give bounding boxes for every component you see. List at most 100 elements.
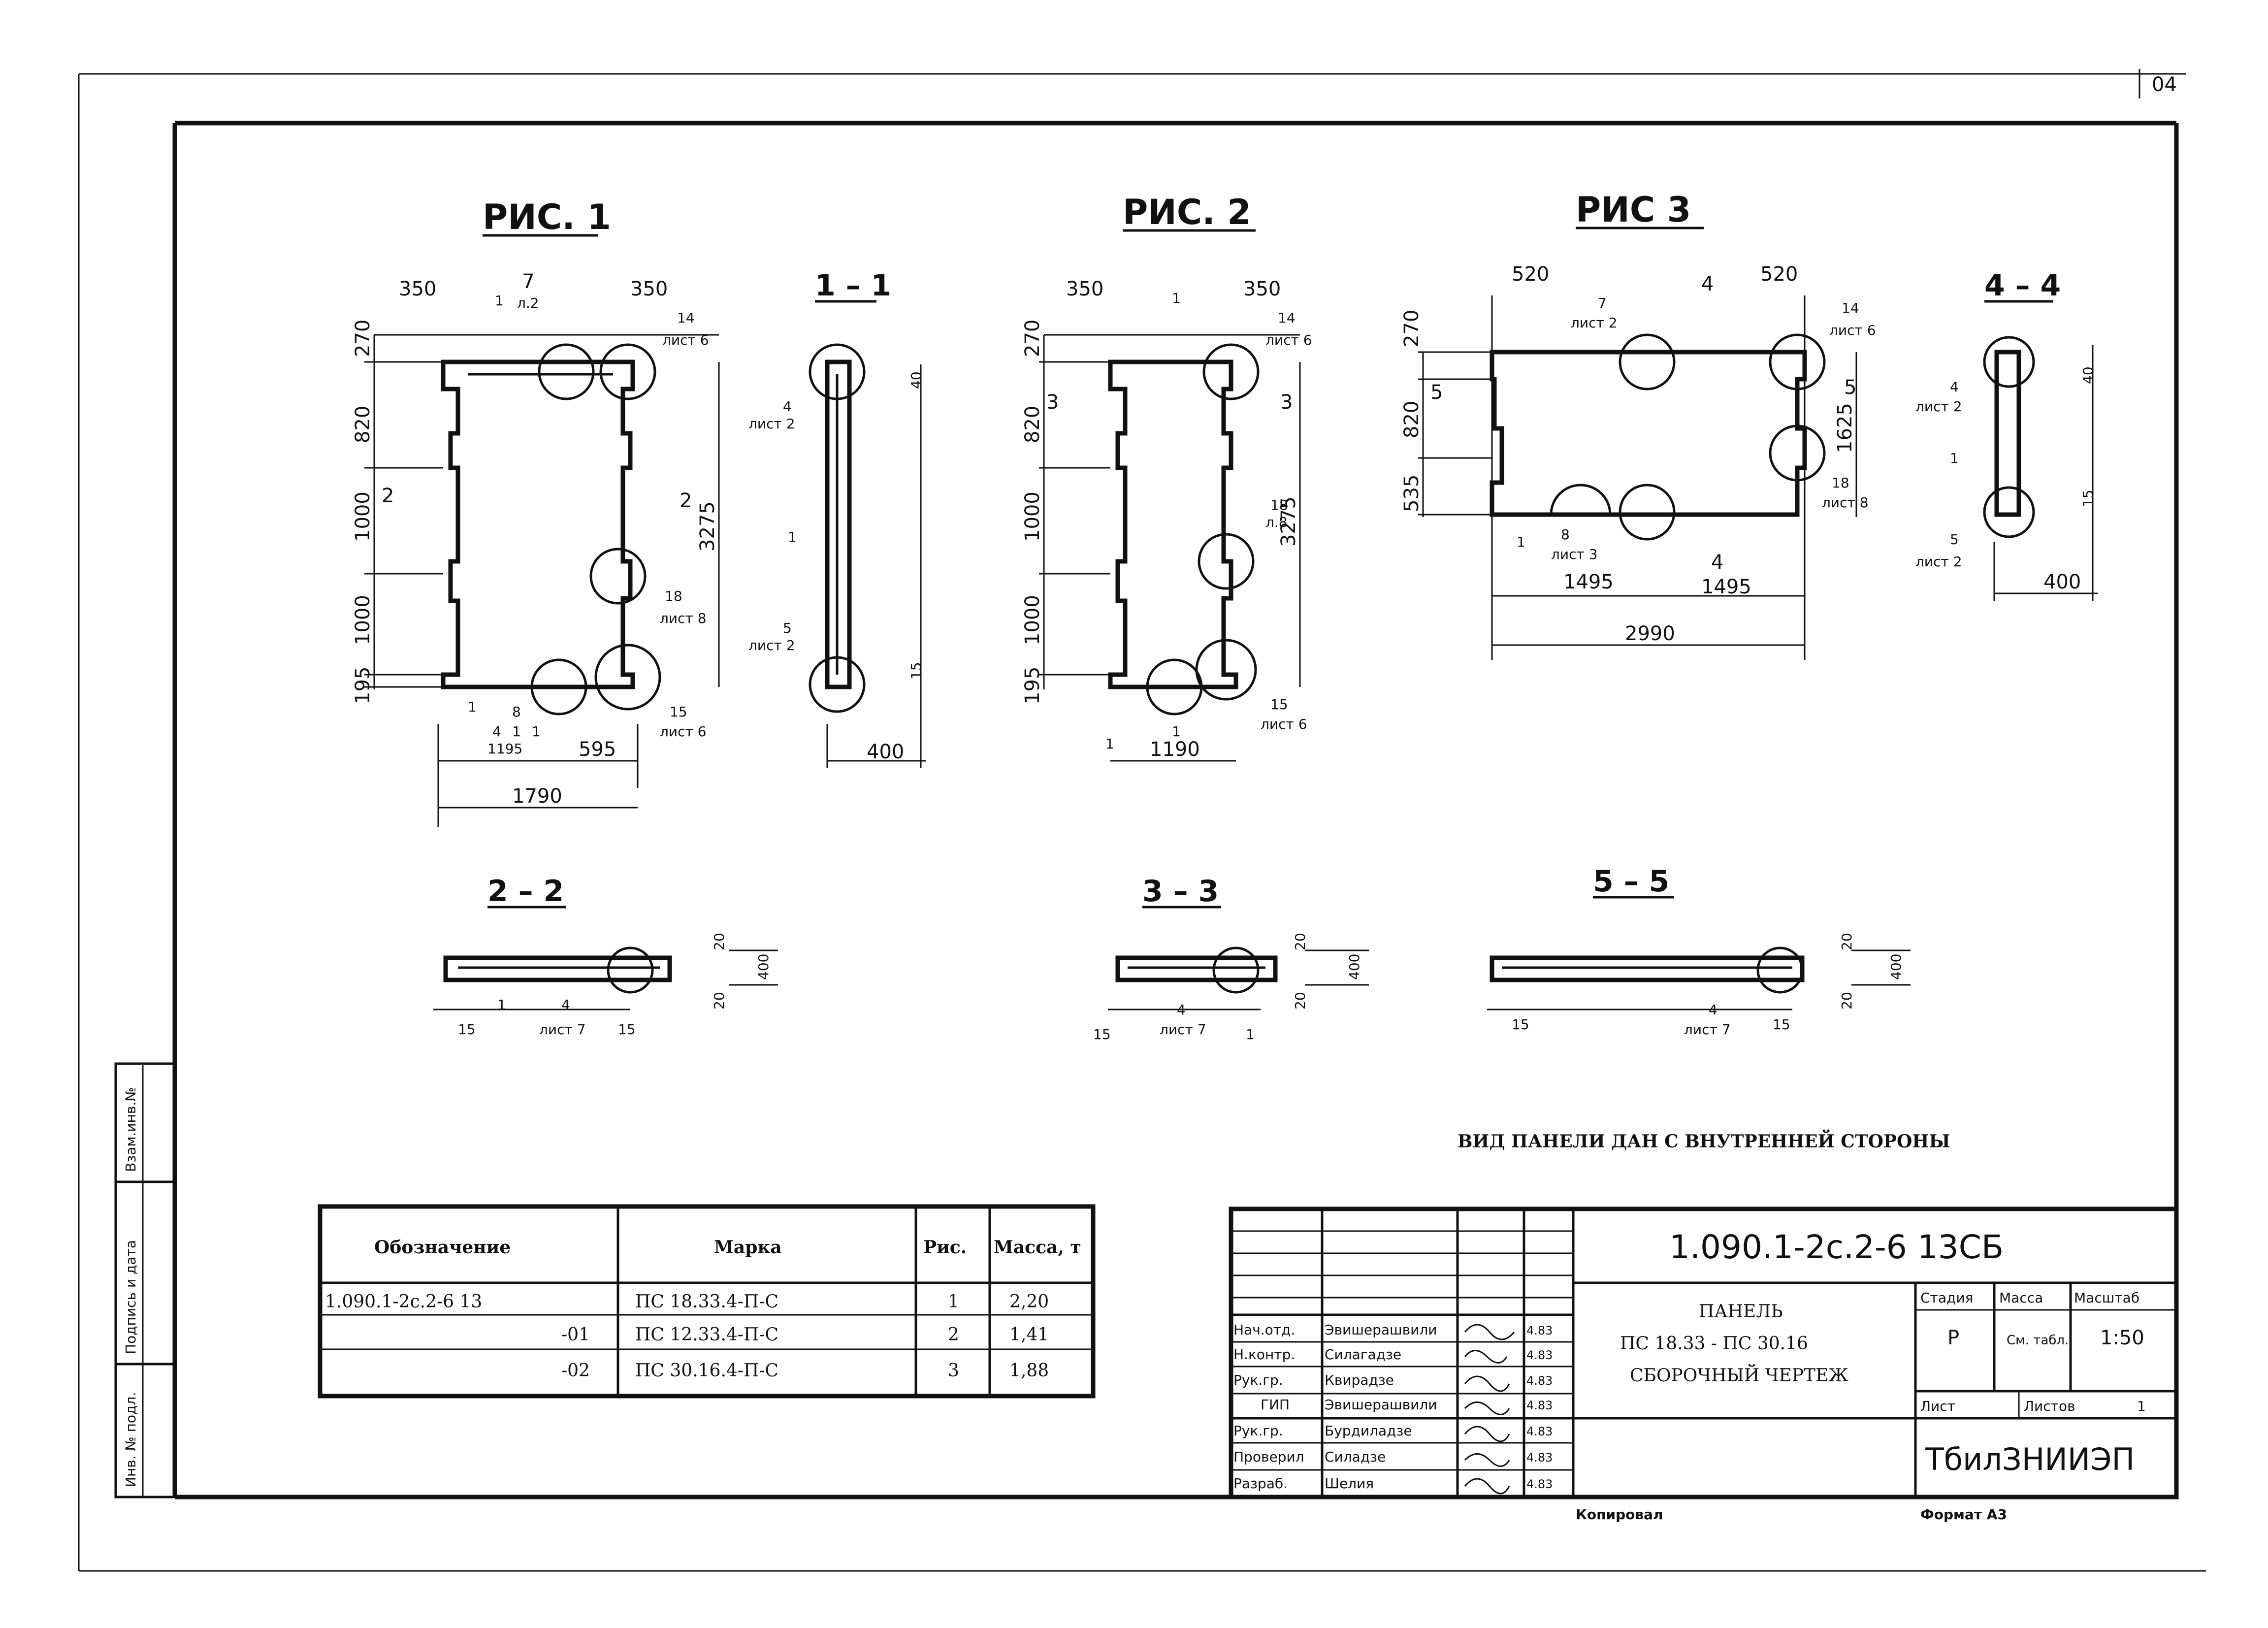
sec3-dim-400: 400 bbox=[1346, 954, 1362, 980]
sec2-callout-sheet7: лист 7 bbox=[539, 1021, 586, 1038]
sec2-dim-20a: 20 bbox=[711, 933, 727, 950]
figure-1-title: РИС. 1 bbox=[483, 197, 611, 237]
fig2-dim-right-height: 3275 bbox=[1277, 496, 1300, 547]
document-code: 1.090.1-2с.2-6 13СБ bbox=[1669, 1228, 2004, 1266]
view-note: ВИД ПАНЕЛИ ДАН С ВНУТРЕННЕЙ СТОРОНЫ bbox=[1458, 1130, 1950, 1152]
role-3: ГИП bbox=[1261, 1397, 1290, 1413]
section-2-2-title: 2 – 2 bbox=[487, 874, 564, 909]
sec5-callout-4: 4 bbox=[1709, 1002, 1717, 1018]
fig2-dim-left-4: 195 bbox=[1021, 667, 1044, 704]
section-3-3: 3 – 3 20 400 20 15 1 4 лист 7 bbox=[1093, 874, 1369, 1042]
sheet-border bbox=[78, 69, 2206, 1572]
section-1-1: 1 – 1 40 15 400 4 лист 2 1 5 лист 2 bbox=[748, 268, 926, 768]
fig3-cut-4-top: 4 bbox=[1701, 273, 1714, 295]
sec3-dim-1: 1 bbox=[1246, 1026, 1255, 1042]
sec5-callout-sheet7: лист 7 bbox=[1684, 1021, 1731, 1038]
spec-header-mark: Марка bbox=[714, 1237, 782, 1258]
fig2-cut-3-right: 3 bbox=[1280, 391, 1293, 414]
sec3-dim-20b: 20 bbox=[1292, 992, 1308, 1009]
sheets-label: Листов bbox=[2024, 1398, 2075, 1414]
figure-3-title: РИС 3 bbox=[1576, 190, 1691, 230]
fig1-dim-top-7: 7 bbox=[522, 270, 534, 293]
spec-row1-fig: 2 bbox=[948, 1325, 959, 1345]
fig3-dim-top-520-left: 520 bbox=[1512, 263, 1549, 286]
sec5-dim-15b: 15 bbox=[1773, 1016, 1790, 1033]
title-line-assembly: СБОРОЧНЫЙ ЧЕРТЕЖ bbox=[1630, 1365, 1848, 1386]
panel-1-outline bbox=[441, 359, 635, 689]
copied-label: Копировал bbox=[1576, 1506, 1663, 1523]
name-0: Эвишерашвили bbox=[1325, 1322, 1437, 1338]
fig2-callout-sheet6: лист 6 bbox=[1265, 332, 1312, 348]
fig2-dim-left-0: 270 bbox=[1021, 320, 1044, 357]
spec-row0-designation: 1.090.1-2с.2-6 13 bbox=[325, 1292, 482, 1312]
fig1-dim-bottom-595: 595 bbox=[579, 738, 616, 761]
sec1-callout-sheet2b: лист 2 bbox=[748, 637, 795, 653]
fig2-cut-3-left: 3 bbox=[1046, 391, 1059, 414]
section-5-5: 5 – 5 20 400 20 15 15 4 лист 7 bbox=[1487, 864, 1911, 1038]
section-4-4: 4 – 4 40 15 400 4 лист 2 1 5 лист 2 bbox=[1915, 268, 2098, 601]
spec-header-fig: Рис. bbox=[923, 1237, 967, 1258]
spec-header-designation: Обозначение bbox=[374, 1237, 511, 1258]
fig2-dim-top-left: 350 bbox=[1066, 278, 1103, 300]
fig3-dim-bottom-1495a: 1495 bbox=[1563, 571, 1614, 593]
sec3-callout-sheet7: лист 7 bbox=[1160, 1021, 1206, 1038]
format-label: Формат А3 bbox=[1920, 1506, 2007, 1523]
section-5-5-title: 5 – 5 bbox=[1593, 864, 1669, 899]
fig1-dim-top-sheet: л.2 bbox=[517, 295, 539, 311]
title-line-panel: ПАНЕЛЬ bbox=[1699, 1302, 1783, 1322]
spec-row2-fig: 3 bbox=[948, 1361, 959, 1381]
sec4-callout-sheet2: лист 2 bbox=[1915, 398, 1962, 415]
role-6: Разраб. bbox=[1233, 1475, 1288, 1492]
sec4-callout-1: 1 bbox=[1950, 450, 1959, 466]
spec-row2-designation: -02 bbox=[561, 1361, 590, 1381]
sec5-dim-20b: 20 bbox=[1839, 992, 1855, 1009]
role-4: Рук.гр. bbox=[1233, 1423, 1283, 1439]
fig1-callout-15: 15 bbox=[670, 704, 687, 720]
date-2: 4.83 bbox=[1526, 1374, 1553, 1388]
fig1-dim-left-3: 1000 bbox=[352, 595, 374, 645]
fig2-callout-18: 18 bbox=[1270, 497, 1288, 513]
sec4-callout-4: 4 bbox=[1950, 379, 1959, 395]
organization-name: ТбилЗНИИЭП bbox=[1925, 1441, 2135, 1477]
fig1-callout-1: 1 bbox=[468, 699, 477, 715]
role-2: Рук.гр. bbox=[1233, 1372, 1283, 1388]
mass-label: Масса bbox=[1999, 1290, 2043, 1306]
fig3-cut-4-bottom: 4 bbox=[1711, 551, 1723, 574]
fig3-callout-sheet2: лист 2 bbox=[1571, 315, 1618, 331]
date-6: 4.83 bbox=[1526, 1477, 1553, 1491]
fig3-dim-bottom-1495b: 1495 bbox=[1701, 576, 1751, 598]
figure-1: РИС. 1 350 7 л.2 350 270 820 1000 1000 1… bbox=[352, 197, 720, 827]
sec1-callout-sheet2: лист 2 bbox=[748, 416, 795, 432]
figure-2-title: РИС. 2 bbox=[1123, 192, 1251, 232]
fig2-dim-top-right: 350 bbox=[1243, 278, 1281, 300]
title-block: 1.090.1-2с.2-6 13СБ ПАНЕЛЬ ПС 18.33 - ПС… bbox=[1229, 1206, 2179, 1499]
fig3-dim-right-1625: 1625 bbox=[1834, 403, 1856, 453]
sec1-callout-4: 4 bbox=[783, 398, 792, 415]
stage-label: Стадия bbox=[1920, 1290, 1973, 1306]
fig3-callout-8: 8 bbox=[1561, 526, 1570, 543]
sec5-dim-400: 400 bbox=[1888, 954, 1904, 980]
sec5-dim-15a: 15 bbox=[1512, 1016, 1529, 1033]
figure-2: РИС. 2 350 1 350 270 820 1000 1000 195 3… bbox=[1021, 192, 1312, 762]
fig3-callout-sheet8: лист 8 bbox=[1822, 494, 1869, 511]
fig1-dim-top-right: 350 bbox=[630, 278, 668, 300]
section-3-3-title: 3 – 3 bbox=[1142, 874, 1219, 909]
spec-table: Обозначение Марка Рис. Масса, т 1.090.1-… bbox=[318, 1204, 1096, 1399]
fig3-cut-5-left: 5 bbox=[1430, 381, 1443, 404]
sec2-dim-15a: 15 bbox=[458, 1021, 476, 1038]
fig1-dim-bottom-1195: 1195 bbox=[487, 741, 522, 757]
name-4: Бурдиладзе bbox=[1325, 1423, 1412, 1439]
fig3-callout-18: 18 bbox=[1832, 475, 1849, 491]
date-4: 4.83 bbox=[1526, 1425, 1553, 1438]
fig3-callout-sheet6: лист 6 bbox=[1829, 322, 1876, 338]
sec4-dim-40: 40 bbox=[2080, 366, 2096, 384]
fig3-dim-left-820: 820 bbox=[1400, 401, 1423, 438]
name-6: Шелия bbox=[1325, 1475, 1374, 1492]
date-3: 4.83 bbox=[1526, 1399, 1553, 1412]
fig3-dim-top-520-right: 520 bbox=[1760, 263, 1798, 286]
margin-stamp-block: Инв. № подл. Подпись и дата Взам.инв.№ bbox=[114, 1062, 176, 1498]
sec2-dim-400: 400 bbox=[755, 954, 772, 980]
sec2-dim-15b: 15 bbox=[618, 1021, 636, 1038]
date-5: 4.83 bbox=[1526, 1451, 1553, 1465]
